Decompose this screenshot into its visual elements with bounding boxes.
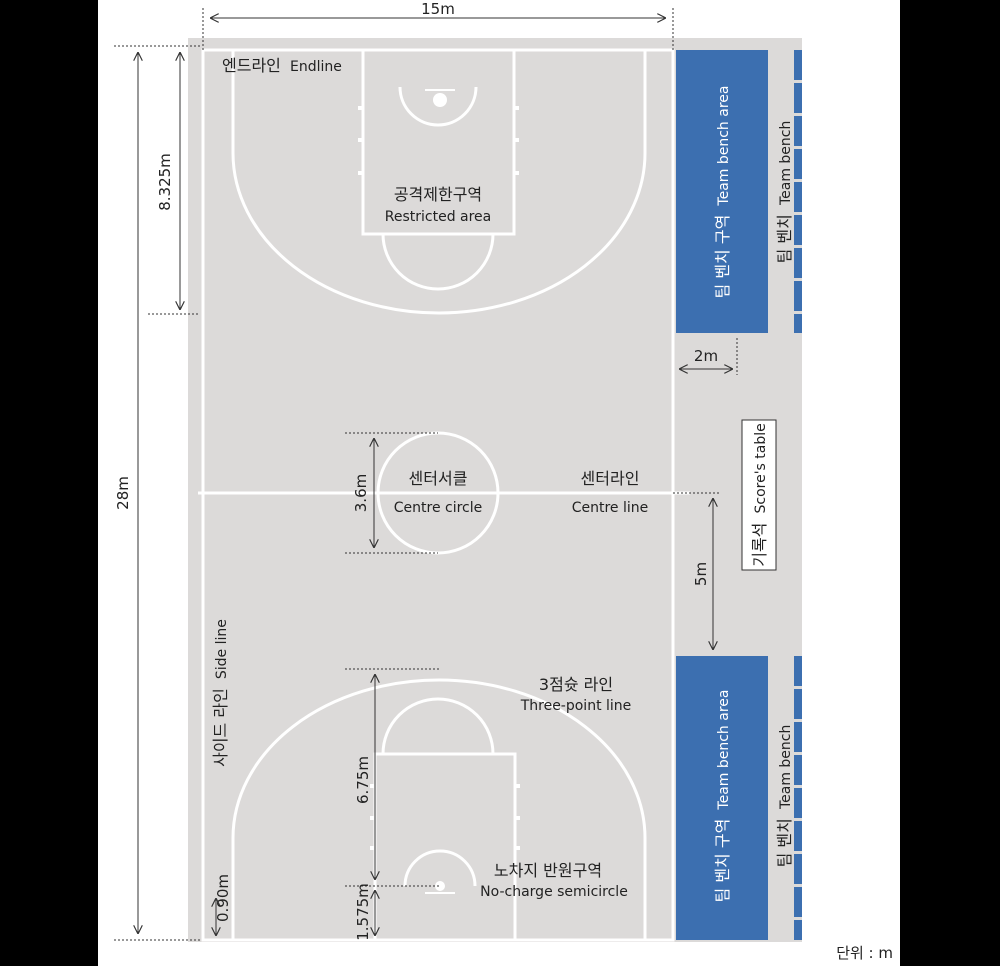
centre-circle-label-ko: 센터서클 (409, 469, 468, 488)
team-bench-bottom-label: 팀 벤치 Team bench (775, 725, 794, 868)
corner-distance-label: 0.90m (214, 874, 232, 922)
centre-circle-label-en: Centre circle (394, 500, 483, 516)
three-point-depth-label: 8.325m (156, 153, 174, 211)
no-charge-label-ko: 노차지 반원구역 (494, 861, 602, 880)
basketball-court-diagram: 15m 28m 8.325m 3.6m 2m 5m 6.75m 0.90m 1.… (114, 0, 893, 962)
no-charge-semicircle-top (398, 86, 478, 127)
centre-line-label-ko: 센터라인 (581, 469, 640, 488)
team-bench-area-bottom (676, 656, 768, 940)
length-dimension-label: 28m (114, 476, 132, 510)
no-charge-semicircle-bottom (403, 849, 477, 887)
free-throw-circle-bottom (381, 697, 495, 755)
diagram-canvas: 15m 28m 8.325m 3.6m 2m 5m 6.75m 0.90m 1.… (98, 0, 900, 966)
free-throw-circle-top (381, 233, 495, 291)
endline-label: 엔드라인 Endline (222, 56, 342, 75)
three-point-line-label-en: Three-point line (520, 698, 632, 714)
basket-top (433, 93, 447, 107)
three-point-line-bottom (231, 678, 647, 940)
width-dimension-label: 15m (421, 0, 455, 18)
bench-gap-label: 2m (694, 347, 718, 365)
dimension-lines (114, 8, 738, 941)
basket-bottom (435, 881, 445, 891)
team-bench-area-bottom-label: 팀 벤치 구역 Team bench area (713, 690, 732, 903)
no-charge-label-en: No-charge semicircle (480, 884, 628, 900)
basket-offset-label: 1.575m (354, 883, 372, 941)
table-offset-label: 5m (692, 562, 710, 586)
score-table-label: 기록석 Score's table (750, 423, 769, 567)
restricted-area-label-en: Restricted area (385, 209, 492, 225)
centre-line-label-en: Centre line (572, 500, 649, 516)
three-point-line-label-ko: 3점슛 라인 (539, 675, 613, 694)
score-table-box (741, 419, 777, 571)
team-bench-area-top (676, 50, 768, 333)
three-point-line-top (231, 50, 647, 315)
restricted-area-label-ko: 공격제한구역 (394, 185, 482, 204)
unit-note: 단위 : m (836, 944, 893, 962)
three-point-radius-label: 6.75m (354, 756, 372, 804)
centre-circle-diameter-label: 3.6m (352, 474, 370, 512)
team-bench-top-label: 팀 벤치 Team bench (775, 121, 794, 264)
side-line-label: 사이드 라인 Side line (211, 619, 230, 767)
team-bench-area-top-label: 팀 벤치 구역 Team bench area (713, 86, 732, 299)
